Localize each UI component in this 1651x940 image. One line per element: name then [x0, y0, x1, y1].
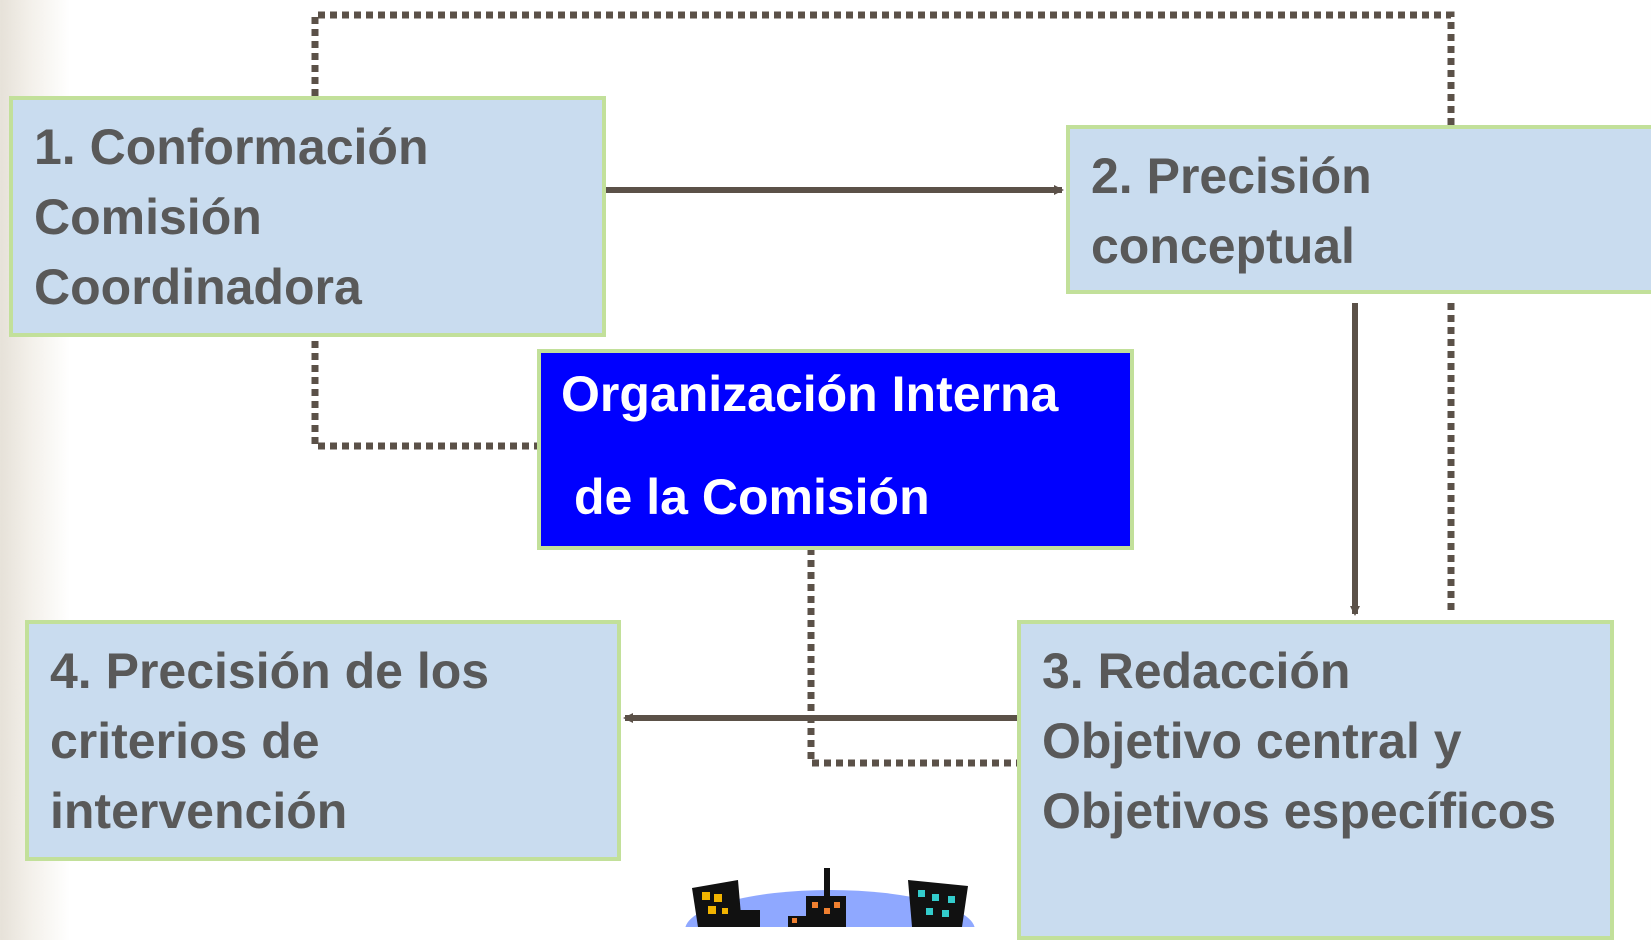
dotted-link-org-box3: [807, 536, 1017, 767]
step-4-box: 4. Precisión de los criterios de interve…: [25, 620, 621, 861]
step-2-line-1: 2. Precisión: [1091, 148, 1372, 204]
step-1-box: 1. Conformación Comisión Coordinadora: [9, 96, 606, 337]
dotted-link-box1-org: [311, 341, 537, 450]
dotted-feedback-loop: [311, 11, 1455, 125]
step-2-box: 2. Precisión conceptual: [1066, 125, 1651, 294]
step-1-line-1: 1. Conformación: [34, 119, 429, 175]
city-buildings-clipart: [685, 868, 975, 927]
org-line-2: de la Comisión: [574, 469, 930, 525]
step-1-line-3: Coordinadora: [34, 259, 362, 315]
internal-organization-box: Organización Interna de la Comisión: [537, 349, 1134, 550]
org-line-1: Organización Interna: [561, 366, 1059, 422]
step-4-line-2: criterios de: [50, 713, 320, 769]
step-3-line-1: 3. Redacción: [1042, 643, 1351, 699]
step-3-line-2: Objetivo central y: [1042, 713, 1462, 769]
step-3-box: 3. Redacción Objetivo central y Objetivo…: [1017, 620, 1614, 940]
step-3-line-3: Objetivos específicos: [1042, 783, 1557, 839]
step-4-line-1: 4. Precisión de los: [50, 643, 490, 699]
step-2-line-2: conceptual: [1091, 218, 1355, 274]
step-1-line-2: Comisión: [34, 189, 262, 245]
step-4-line-3: intervención: [50, 783, 348, 839]
